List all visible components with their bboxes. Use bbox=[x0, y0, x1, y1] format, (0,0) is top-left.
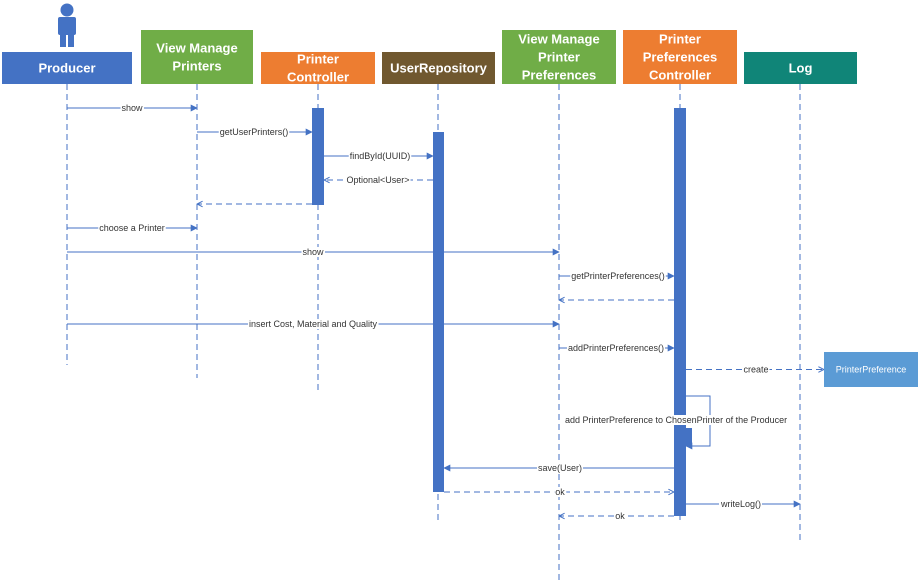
participant-box bbox=[141, 30, 253, 84]
participant-label: Controller bbox=[287, 70, 349, 85]
message-create: create bbox=[686, 364, 824, 375]
message-getprinterpreferences: getPrinterPreferences() bbox=[559, 271, 675, 281]
participant-box bbox=[502, 30, 616, 84]
message-show: show bbox=[67, 247, 560, 257]
activation-bar-printer-preferences-controller bbox=[684, 428, 692, 446]
person-icon bbox=[58, 3, 76, 47]
message-choose-a-printer: choose a Printer bbox=[67, 223, 198, 233]
message-label: writeLog() bbox=[720, 499, 761, 509]
participant-user-repository: UserRepository bbox=[382, 52, 495, 84]
message-label-bg bbox=[614, 511, 627, 521]
participant-label: Preferences bbox=[643, 50, 717, 65]
participant-label: View Manage bbox=[156, 41, 237, 56]
message-label-bg bbox=[564, 415, 789, 425]
message-label: show bbox=[302, 247, 324, 257]
message-add-printerpreference-to-chosenprinter-of-the-producer: add PrinterPreference to ChosenPrinter o… bbox=[564, 395, 789, 450]
message-label: ok bbox=[615, 511, 625, 521]
participant-label: View Manage bbox=[518, 32, 599, 47]
message-label: add PrinterPreference to ChosenPrinter o… bbox=[565, 415, 787, 425]
participant-label: Printer bbox=[659, 32, 701, 47]
message-label: Optional<User> bbox=[346, 175, 409, 185]
participant-label: Log bbox=[789, 61, 813, 76]
message-label: save(User) bbox=[538, 463, 582, 473]
message-label-bg bbox=[301, 247, 326, 257]
participant-label: Printer bbox=[297, 52, 339, 67]
message-save-user: save(User) bbox=[443, 463, 674, 473]
message-label: addPrinterPreferences() bbox=[568, 343, 664, 353]
message-label-bg bbox=[348, 151, 412, 161]
message-label: choose a Printer bbox=[99, 223, 165, 233]
message-label: show bbox=[121, 103, 143, 113]
created-object-printer-preference: PrinterPreference bbox=[824, 352, 918, 387]
activation-bar-printer-controller bbox=[312, 108, 324, 205]
participant-label: Printer bbox=[538, 50, 580, 65]
participant-label: Printers bbox=[172, 59, 221, 74]
message-label: findById(UUID) bbox=[350, 151, 411, 161]
message-addprinterpreferences: addPrinterPreferences() bbox=[559, 343, 675, 353]
message-label: getPrinterPreferences() bbox=[571, 271, 665, 281]
participant-box bbox=[2, 52, 132, 84]
message-label-bg bbox=[98, 223, 166, 233]
message-optional-user: Optional<User> bbox=[324, 175, 433, 185]
message-label-bg bbox=[718, 499, 763, 509]
message-findbyid-uuid: findById(UUID) bbox=[324, 151, 434, 161]
message-label-bg bbox=[120, 103, 145, 113]
message-label-bg bbox=[536, 463, 584, 473]
participant-label: UserRepository bbox=[390, 61, 488, 76]
message-ok: ok bbox=[559, 511, 674, 521]
message-label: create bbox=[743, 365, 768, 375]
message-label-bg bbox=[570, 271, 666, 281]
message-label-bg bbox=[566, 343, 666, 353]
participant-label: Controller bbox=[649, 68, 711, 83]
message-label-bg bbox=[247, 319, 379, 329]
message-label: getUserPrinters() bbox=[220, 127, 289, 137]
message-label-bg bbox=[742, 364, 770, 375]
message-label-bg bbox=[345, 175, 411, 185]
participant-box bbox=[744, 52, 857, 84]
participant-label: Producer bbox=[38, 61, 95, 76]
activation-bar-printer-preferences-controller bbox=[674, 108, 686, 516]
message-label: insert Cost, Material and Quality bbox=[249, 319, 378, 329]
message-getuserprinters: getUserPrinters() bbox=[197, 127, 313, 137]
participant-label: Preferences bbox=[522, 68, 596, 83]
message-show: show bbox=[67, 103, 198, 113]
message-writelog: writeLog() bbox=[686, 499, 801, 509]
activation-bar-user-repository bbox=[433, 132, 444, 492]
participant-log: Log bbox=[744, 52, 857, 84]
message-ok: ok bbox=[444, 487, 674, 497]
created-object-label: PrinterPreference bbox=[836, 365, 907, 375]
message-label: ok bbox=[555, 487, 565, 497]
participant-box bbox=[623, 30, 737, 84]
message-insert-cost-material-and-quality: insert Cost, Material and Quality bbox=[67, 319, 560, 329]
participant-box bbox=[382, 52, 495, 84]
participant-producer: Producer bbox=[2, 52, 132, 84]
participant-box bbox=[261, 52, 375, 84]
message-label-bg bbox=[554, 487, 567, 497]
message-label-bg bbox=[218, 127, 290, 137]
